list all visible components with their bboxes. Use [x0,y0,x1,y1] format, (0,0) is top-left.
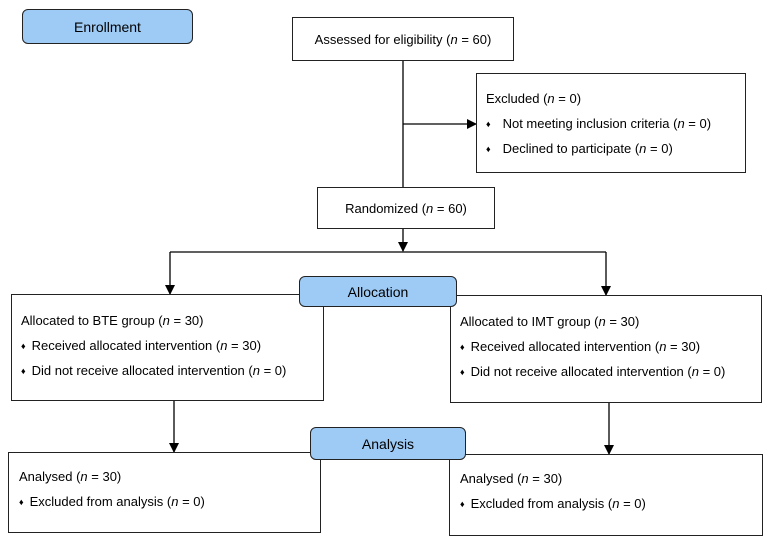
analysed-right-box: Analysed (n = 30) ♦Excluded from analysi… [449,454,763,536]
bullet-icon: ♦ [460,499,465,509]
enrollment-label: Enrollment [22,9,193,44]
assessed-box: Assessed for eligibility (n = 60) [292,17,514,61]
analysed-left-item: ♦Excluded from analysis (n = 0) [19,494,205,509]
imt-item: ♦Received allocated intervention (n = 30… [460,339,701,354]
bte-item: ♦Received allocated intervention (n = 30… [21,338,262,353]
excluded-item: ♦Declined to participate (n = 0) [486,141,673,156]
randomized-box: Randomized (n = 60) [317,187,495,229]
assessed-text: Assessed for eligibility (n = 60) [314,31,492,47]
analysed-right-title: Analysed (n = 30) [460,471,563,486]
excluded-box: Excluded (n = 0) ♦Not meeting inclusion … [476,73,746,173]
allocation-label: Allocation [299,276,457,307]
bullet-icon: ♦ [486,119,491,129]
bullet-icon: ♦ [21,366,26,376]
bullet-icon: ♦ [21,341,26,351]
randomized-text: Randomized (n = 60) [345,200,467,216]
analysed-left-title: Analysed (n = 30) [19,469,122,484]
bte-title: Allocated to BTE group (n = 30) [21,313,204,328]
bullet-icon: ♦ [460,367,465,377]
bullet-icon: ♦ [486,144,491,154]
bullet-icon: ♦ [460,342,465,352]
analysed-left-box: Analysed (n = 30) ♦Excluded from analysi… [8,452,321,533]
excluded-title: Excluded (n = 0) [486,91,582,106]
bte-item: ♦Did not receive allocated intervention … [21,363,287,378]
analysis-label: Analysis [310,427,466,460]
imt-allocation-box: Allocated to IMT group (n = 30) ♦Receive… [450,295,762,403]
imt-title: Allocated to IMT group (n = 30) [460,314,640,329]
imt-item: ♦Did not receive allocated intervention … [460,364,726,379]
analysed-right-item: ♦Excluded from analysis (n = 0) [460,496,646,511]
excluded-item: ♦Not meeting inclusion criteria (n = 0) [486,116,712,131]
bullet-icon: ♦ [19,497,24,507]
bte-allocation-box: Allocated to BTE group (n = 30) ♦Receive… [11,294,324,401]
